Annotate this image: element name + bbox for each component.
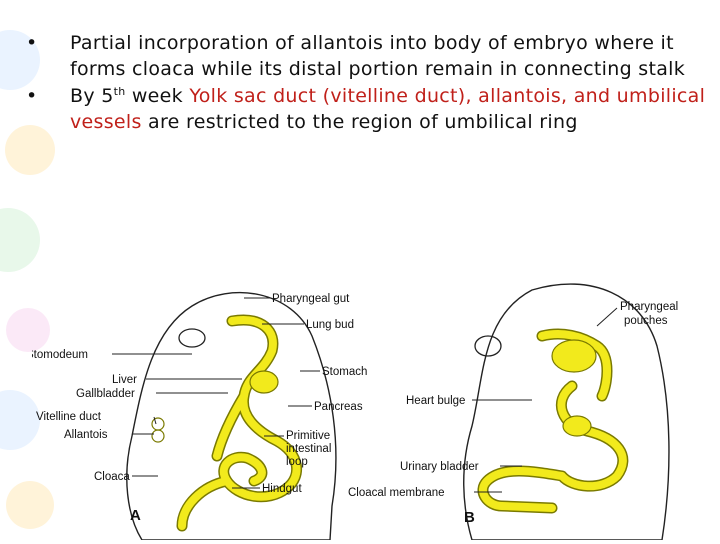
bullet-list: • Partial incorporation of allantois int… — [26, 30, 706, 136]
bullet-marker: • — [26, 85, 38, 107]
label-cloaca: Cloaca — [94, 471, 130, 483]
label-primitive-loop-3: loop — [286, 456, 308, 468]
embryo-b-eye — [474, 335, 502, 357]
heart-b — [551, 339, 597, 373]
allantois-a — [151, 417, 165, 431]
label-vitelline-duct: Vitelline duct — [36, 411, 102, 423]
embryo-a-eye — [178, 328, 206, 348]
embryo-b-outline — [463, 283, 670, 541]
bullet-item-1: • Partial incorporation of allantois int… — [26, 30, 706, 82]
bullet-marker: • — [26, 32, 38, 54]
embryo-diagram: Pharyngeal gut Lung bud Stomodeum Stomac… — [26, 276, 720, 541]
panel-label-b: B — [464, 509, 475, 526]
bullet-text-post: are restricted to the region of umbilica… — [141, 111, 578, 133]
liver-b — [562, 415, 592, 437]
label-allantois: Allantois — [64, 429, 108, 441]
background-decoration — [0, 30, 55, 529]
bullet-text-pre: By 5 — [70, 85, 114, 107]
leader-lines-a — [112, 297, 320, 489]
bullet-text: Partial incorporation of allantois into … — [70, 32, 686, 80]
leader-lines-b — [472, 307, 618, 493]
label-lung-bud: Lung bud — [306, 319, 354, 331]
label-pharyngeal-pouches-1: Pharyngeal — [620, 301, 678, 313]
label-hindgut: Hindgut — [262, 483, 302, 495]
embryo-diagram-svg: Pharyngeal gut Lung bud Stomodeum Stomac… — [26, 283, 678, 541]
label-pharyngeal-gut: Pharyngeal gut — [272, 293, 350, 305]
label-pancreas: Pancreas — [314, 401, 363, 413]
bullet-item-2: • By 5th week Yolk sac duct (vitelline d… — [26, 83, 706, 135]
panel-label-a: A — [130, 507, 141, 524]
label-cloacal-membrane: Cloacal membrane — [348, 487, 445, 499]
bullet-text-mid: week — [125, 85, 190, 107]
label-gallbladder: Gallbladder — [76, 388, 135, 400]
label-primitive-loop-2: intestinal — [286, 443, 331, 455]
label-primitive-loop-1: Primitive — [286, 430, 330, 442]
label-urinary-bladder: Urinary bladder — [400, 461, 479, 473]
label-stomach: Stomach — [322, 366, 367, 378]
label-stomodeum: Stomodeum — [32, 349, 88, 361]
label-liver: Liver — [112, 374, 137, 386]
label-heart-bulge: Heart bulge — [406, 395, 465, 407]
highlighted-structures: Yolk sac duct (vitelline duct), allantoi… — [70, 85, 706, 133]
liver-a — [249, 370, 279, 394]
superscript-th: th — [113, 85, 126, 98]
allantois-a2 — [151, 429, 165, 443]
label-pharyngeal-pouches-2: pouches — [624, 315, 668, 327]
embryo-a-outline — [126, 291, 337, 541]
